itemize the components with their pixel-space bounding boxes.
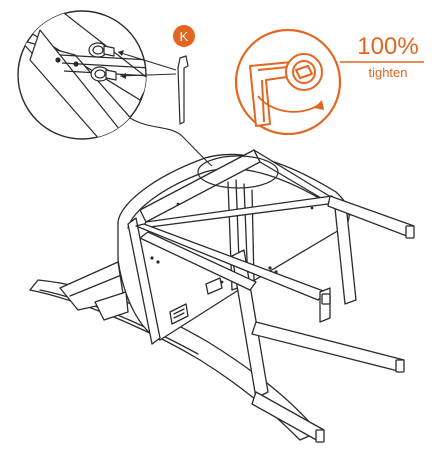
stretcher-mid [139,231,257,291]
allen-key-icon [177,55,189,125]
tighten-instruction: 100% tighten [234,28,424,136]
circle-badge-icon [173,25,195,47]
part-k-callout: K [173,25,195,125]
leg-back-left [127,217,161,345]
zoom-bolt-upper [88,42,115,58]
torque-percent: 100% [357,33,418,60]
leg-foot-lower [251,321,405,373]
tighten-icon-circle [234,28,342,136]
detail-highlight-oval [197,155,279,189]
chair-upside-down [29,149,415,443]
leg-front-left [231,249,269,399]
leg-foot-middle [319,287,331,323]
leg-foot-bottom [251,391,325,443]
leg-front-right [334,203,357,305]
callout-leader-line [129,117,213,167]
zoom-detail-circle [17,10,177,140]
hex-key-tighten-icon [249,53,323,127]
bracket-detail [169,277,223,325]
zoom-bolt-lower [90,66,117,82]
tighten-label: tighten [368,65,407,80]
insert-arrow-lower [119,73,177,77]
part-letter: K [180,29,189,44]
rotate-arrow-icon [257,95,321,113]
insert-arrow-upper [117,51,177,71]
